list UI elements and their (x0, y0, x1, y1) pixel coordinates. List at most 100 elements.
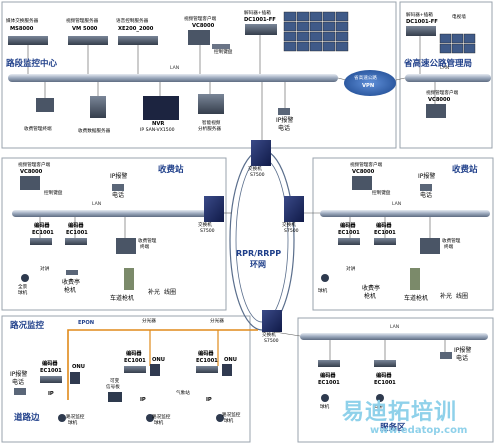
center-ip-phone-label: IP报警 (276, 117, 294, 124)
toll-right-terminal-label: 终端 (444, 245, 454, 250)
road-encoder-1-label: 编码器 (42, 361, 58, 367)
service-encoder-2[interactable] (374, 360, 396, 367)
road-encoder-3-model: EC1001 (196, 358, 218, 364)
toll-left-panorama-ball[interactable] (21, 274, 29, 282)
switch-bottom-label: 交换机 (262, 333, 276, 338)
toll-left-gun-cam[interactable] (66, 270, 78, 275)
media-switch-server[interactable] (8, 36, 48, 45)
road-onu-1[interactable] (70, 372, 80, 384)
bureau-vm-client-label: 视频管理客户端 (426, 91, 459, 96)
toll-right-encoder-2[interactable] (374, 238, 396, 245)
video-wall-center[interactable] (283, 11, 349, 52)
road-ball-3[interactable] (216, 414, 224, 422)
road-ip-phone[interactable] (14, 388, 26, 395)
rpr-ring-inner (235, 157, 289, 323)
service-encoder-2-label: 编码器 (376, 373, 392, 379)
road-ip-phone-label: IP报警 (10, 371, 28, 378)
toll-left-encoder-2-model: EC1001 (66, 230, 88, 236)
section-highway-bureau: 省高速公路管理局 (404, 59, 473, 69)
toll-right-lane-cam[interactable] (410, 268, 420, 290)
variable-sign[interactable] (108, 392, 122, 402)
decoder-chassis[interactable] (245, 24, 277, 35)
service-ip-phone[interactable] (440, 352, 452, 359)
toll-right-intercom-label: 对讲 (346, 267, 356, 272)
switch-top[interactable] (251, 140, 271, 166)
toll-right-vm-client[interactable] (352, 176, 372, 190)
toll-data-server[interactable] (90, 96, 106, 118)
toll-right-gun-label: 枪机 (364, 293, 377, 300)
toll-right-encoder-1-label: 编码器 (340, 223, 356, 229)
smart-video-server[interactable] (198, 94, 224, 114)
toll-right-ball[interactable] (321, 274, 329, 282)
toll-right-mgmt-label: 收费管理 (442, 239, 461, 244)
toll-left-encoder-1-label: 编码器 (34, 223, 50, 229)
toll-right-vm-client-model: VC8000 (352, 169, 375, 175)
toll-right-mgmt-terminal[interactable] (420, 238, 440, 254)
server-rack-group (8, 24, 277, 49)
vm-client-pc[interactable] (188, 30, 210, 45)
media-switch-model: MS8000 (10, 26, 34, 32)
toll-left-mgmt-terminal[interactable] (116, 238, 136, 254)
ip-alarm-phone-center[interactable] (278, 108, 290, 115)
nvr-device[interactable] (143, 96, 179, 120)
toll-right-vm-client-label: 视频管理客户端 (350, 163, 383, 168)
road-ball-1[interactable] (58, 414, 66, 422)
toll-right-encoder-1-model: EC1001 (338, 230, 360, 236)
control-keyboard[interactable] (212, 44, 230, 49)
service-ball-1[interactable] (321, 394, 329, 402)
vpn-cloud[interactable] (344, 70, 396, 96)
service-encoder-1-model: EC1001 (318, 380, 340, 386)
switch-right-model: S7500 (284, 229, 299, 234)
smart-video-label-2: 分析服务器 (198, 127, 221, 132)
xe-server[interactable] (118, 36, 158, 45)
lan-label-bureau: LAN (440, 66, 450, 71)
toll-left-ip-phone[interactable] (112, 184, 124, 191)
panel-toll-left (1, 157, 227, 311)
road-encoder-2[interactable] (124, 366, 146, 373)
toll-left-fill-label: 补光 (148, 289, 161, 296)
road-encoder-1[interactable] (40, 376, 62, 383)
lan-label-toll-left: LAN (92, 202, 102, 207)
toll-left-intercom-label: 对讲 (40, 267, 50, 272)
panel-highway-bureau (399, 1, 493, 149)
bureau-vm-client[interactable] (426, 104, 446, 118)
keyboard-label: 控制键盘 (214, 50, 233, 55)
smart-video-label: 智能视频 (202, 121, 221, 126)
toll-left-lane-label: 车道枪机 (110, 295, 135, 302)
toll-right-ip-phone-label: IP报警 (418, 173, 436, 180)
variable-sign-label: 可变 (110, 379, 120, 384)
panel-road-center (1, 1, 397, 149)
service-ball-2[interactable] (376, 394, 384, 402)
watermark-logo: 易迪拓培训 (342, 400, 458, 425)
lan-bar-toll-left (12, 210, 218, 217)
toll-left-terminal-label: 终端 (140, 245, 150, 250)
road-onu-2[interactable] (150, 364, 160, 376)
decoder-label: 解码器+插箱 (244, 11, 271, 16)
toll-mgmt-terminal[interactable] (36, 98, 54, 112)
panel-toll-right (312, 157, 494, 311)
toll-left-vm-client[interactable] (20, 176, 40, 190)
vm-server[interactable] (68, 36, 108, 45)
media-switch-label: 媒体交换服务器 (6, 19, 39, 24)
toll-right-encoder-1[interactable] (338, 238, 360, 245)
toll-right-ip-phone[interactable] (420, 184, 432, 191)
panel-road-monitor (1, 315, 251, 443)
nvr-label: NVR (152, 121, 165, 127)
weather-station-label: 气象站 (176, 391, 190, 396)
bureau-decoder[interactable] (406, 26, 436, 36)
switch-left[interactable] (204, 196, 224, 222)
switch-bottom[interactable] (262, 310, 282, 332)
road-ball-2[interactable] (146, 414, 154, 422)
switch-bottom-model: S7500 (264, 339, 279, 344)
switch-right[interactable] (284, 196, 304, 222)
road-encoder-3[interactable] (196, 366, 218, 373)
road-onu-3[interactable] (222, 364, 232, 376)
bureau-tv-wall[interactable] (439, 33, 476, 54)
toll-left-lane-cam[interactable] (124, 268, 134, 290)
toll-right-ball-label: 球机 (318, 289, 328, 294)
service-encoder-1[interactable] (318, 360, 340, 367)
vm-server-label: 视频管理服务器 (66, 19, 99, 24)
toll-left-encoder-1[interactable] (30, 238, 52, 245)
ipsan-label: IP SAN-VX1500 (140, 128, 175, 133)
toll-left-encoder-2[interactable] (65, 238, 87, 245)
